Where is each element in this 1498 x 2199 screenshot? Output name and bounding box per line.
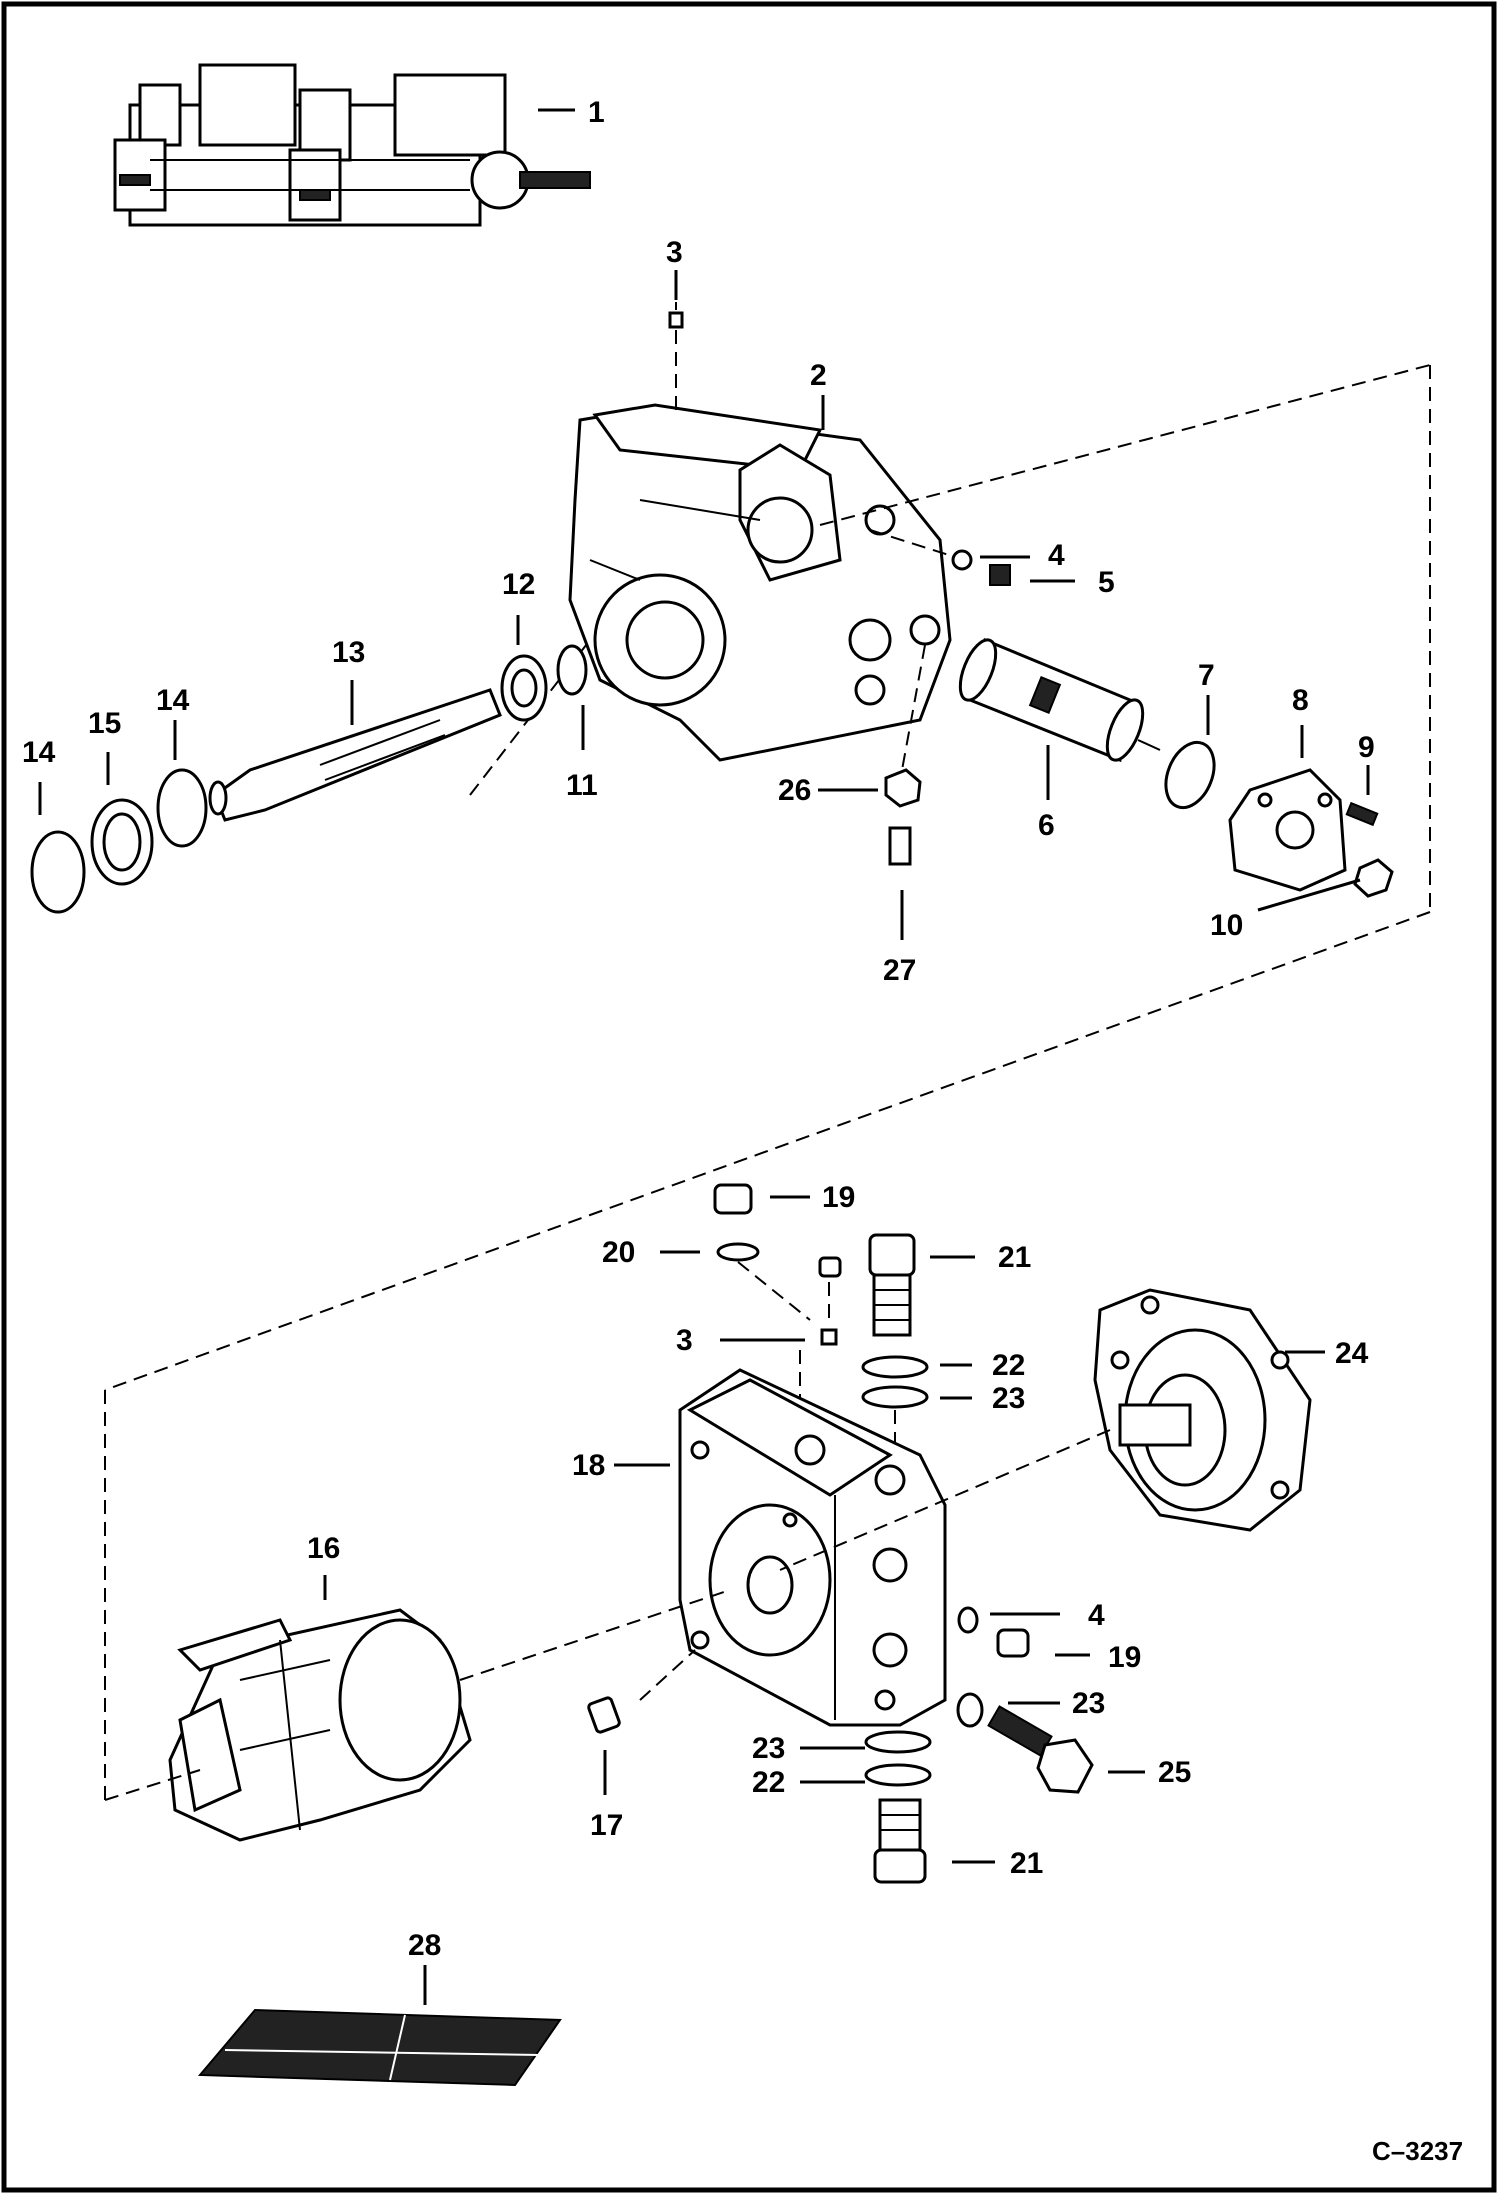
o-ring-part-22-bottom	[864, 1763, 932, 1787]
pump-assembly-illustration	[113, 63, 591, 227]
callout-17: 17	[590, 1809, 623, 1842]
callout-6: 6	[1038, 809, 1055, 842]
callout-22-bottom: 22	[752, 1766, 785, 1799]
plug-part-3-bottom	[820, 1328, 838, 1346]
plug-part-3-top	[668, 311, 684, 329]
plug-part-3-bottom-upper	[818, 1256, 842, 1278]
shaft-part-13	[208, 688, 502, 822]
callout-9: 9	[1358, 731, 1375, 764]
callout-16: 16	[307, 1532, 340, 1565]
snap-ring-part-11	[556, 644, 588, 696]
callout-27: 27	[883, 954, 916, 987]
piston-part-6	[958, 637, 1161, 763]
callout-23-bottom: 23	[752, 1732, 785, 1765]
callout-10: 10	[1210, 909, 1243, 942]
callout-4-bottom: 4	[1088, 1599, 1105, 1632]
callout-24: 24	[1335, 1337, 1369, 1370]
callout-18: 18	[572, 1449, 605, 1482]
callout-3-top: 3	[666, 236, 683, 269]
end-cap-part-24	[1093, 1288, 1312, 1532]
rotating-group-part-16	[168, 1608, 472, 1842]
callout-4-top: 4	[1048, 539, 1065, 572]
callout-22-top: 22	[992, 1349, 1025, 1382]
callout-8: 8	[1292, 684, 1309, 717]
callout-28: 28	[408, 1929, 441, 1962]
callout-15: 15	[88, 707, 121, 740]
o-ring-part-20	[716, 1242, 760, 1262]
callout-19-top: 19	[822, 1181, 855, 1214]
bolt-part-25	[987, 1705, 1094, 1794]
callout-23-top: 23	[992, 1382, 1025, 1415]
pump-housing-illustration	[568, 403, 952, 762]
snap-ring-part-14-right	[156, 768, 208, 848]
callout-5: 5	[1098, 566, 1115, 599]
callout-26: 26	[778, 774, 811, 807]
callout-25: 25	[1158, 1756, 1191, 1789]
o-ring-part-4-top	[951, 549, 973, 571]
plug-part-5	[989, 564, 1011, 586]
o-ring-part-4-bottom	[957, 1606, 979, 1634]
seal-kit-part-28	[197, 2008, 562, 2087]
plug-part-19-bottom	[996, 1628, 1030, 1658]
callout-20: 20	[602, 1236, 635, 1269]
callout-3-bottom: 3	[676, 1324, 693, 1357]
screw-part-9	[1345, 801, 1379, 827]
callout-1: 1	[588, 96, 605, 129]
callout-7: 7	[1198, 659, 1215, 692]
o-ring-part-7	[1164, 740, 1216, 810]
valve-cartridge-part-21-bottom	[873, 1798, 927, 1884]
figure-id: C–3237	[1372, 2136, 1463, 2166]
callout-12: 12	[502, 568, 535, 601]
o-ring-part-23-bottom	[864, 1730, 932, 1754]
callout-14-right: 14	[156, 684, 190, 717]
callout-11: 11	[566, 769, 598, 802]
snap-ring-part-14-left	[30, 830, 86, 914]
cover-plate-part-8	[1228, 768, 1347, 892]
valve-cartridge-part-21-top	[868, 1233, 916, 1337]
fitting-part-26	[884, 768, 922, 808]
callout-13: 13	[332, 636, 365, 669]
o-ring-part-23-right	[956, 1692, 984, 1728]
pin-part-17	[587, 1696, 621, 1734]
callout-14-left: 14	[22, 736, 56, 769]
housing-part-18	[678, 1368, 947, 1727]
callout-19-bottom: 19	[1108, 1641, 1141, 1674]
o-ring-part-23-top	[861, 1385, 929, 1409]
callout-21-bottom: 21	[1010, 1847, 1043, 1880]
callout-2: 2	[810, 359, 827, 392]
nut-part-10	[1353, 858, 1394, 898]
plug-part-19-top	[713, 1183, 753, 1215]
o-ring-part-22-top	[861, 1355, 929, 1379]
callout-23-right: 23	[1072, 1687, 1105, 1720]
plug-part-27	[888, 826, 912, 866]
callout-21-top: 21	[998, 1241, 1031, 1274]
